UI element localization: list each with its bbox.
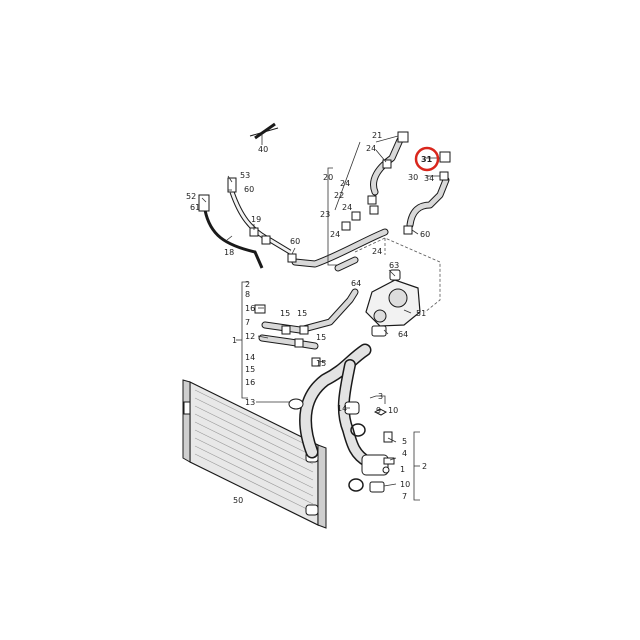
label-1b: 1 xyxy=(400,465,405,474)
label-15d: 15 xyxy=(316,359,326,368)
label-15e: 15 xyxy=(245,365,255,374)
label-63: 63 xyxy=(389,261,399,270)
label-3: 3 xyxy=(378,392,383,401)
label-24a: 24 xyxy=(366,144,376,153)
label-2b: 2 xyxy=(422,462,427,471)
label-60b: 60 xyxy=(290,237,300,246)
label-64b: 64 xyxy=(398,330,408,339)
label-30: 30 xyxy=(408,173,418,182)
label-60c: 60 xyxy=(420,230,430,239)
label-15a: 15 xyxy=(280,309,290,318)
bypass-hoses xyxy=(254,288,359,410)
label-4: 4 xyxy=(402,449,407,458)
label-8: 8 xyxy=(245,290,250,299)
clip-tool xyxy=(249,122,279,145)
label-12: 12 xyxy=(245,332,255,341)
label-23: 23 xyxy=(320,210,330,219)
label-5: 5 xyxy=(402,437,407,446)
label-24b: 24 xyxy=(340,179,350,188)
label-10b: 10 xyxy=(400,480,410,489)
label-13: 13 xyxy=(245,398,255,407)
label-34: 34 xyxy=(424,174,434,183)
label-61: 61 xyxy=(190,203,200,212)
label-64a: 64 xyxy=(351,279,361,288)
label-16a: 16 xyxy=(245,304,255,313)
thermostat-housing xyxy=(365,269,421,337)
label-9: 9 xyxy=(376,406,381,415)
radiator xyxy=(182,379,327,529)
lower-radiator-hose xyxy=(299,343,374,468)
label-51: 51 xyxy=(416,309,426,318)
label-60a: 60 xyxy=(244,185,254,194)
label-14b: 14 xyxy=(337,404,347,413)
callout-brackets xyxy=(236,141,420,501)
label-16b: 16 xyxy=(245,378,255,387)
coolant-pipe xyxy=(198,177,292,269)
label-22: 22 xyxy=(334,191,344,200)
label-24c: 24 xyxy=(342,203,352,212)
label-52: 52 xyxy=(186,192,196,201)
leader-lines xyxy=(201,135,440,487)
label-7: 7 xyxy=(245,318,250,327)
label-18: 18 xyxy=(224,248,234,257)
label-1a: 1 xyxy=(232,336,237,345)
label-14a: 14 xyxy=(245,353,255,362)
label-10a: 10 xyxy=(388,406,398,415)
label-50: 50 xyxy=(233,496,243,505)
highlight-circle xyxy=(414,146,440,172)
label-19: 19 xyxy=(251,215,261,224)
label-15c: 15 xyxy=(316,333,326,342)
label-15b: 15 xyxy=(297,309,307,318)
label-40: 40 xyxy=(258,145,268,154)
label-31: 31 xyxy=(421,155,433,164)
label-7b: 7 xyxy=(402,492,407,501)
label-24e: 24 xyxy=(372,247,382,256)
part-labels: 40 53 60 52 61 19 18 60 21 24 20 24 22 2… xyxy=(186,131,434,505)
label-2a: 2 xyxy=(245,280,250,289)
label-21: 21 xyxy=(372,131,382,140)
label-24d: 24 xyxy=(330,230,340,239)
upper-hoses xyxy=(287,131,451,272)
label-53: 53 xyxy=(240,171,250,180)
label-20: 20 xyxy=(323,173,333,182)
coolant-flange-assembly xyxy=(344,401,395,493)
